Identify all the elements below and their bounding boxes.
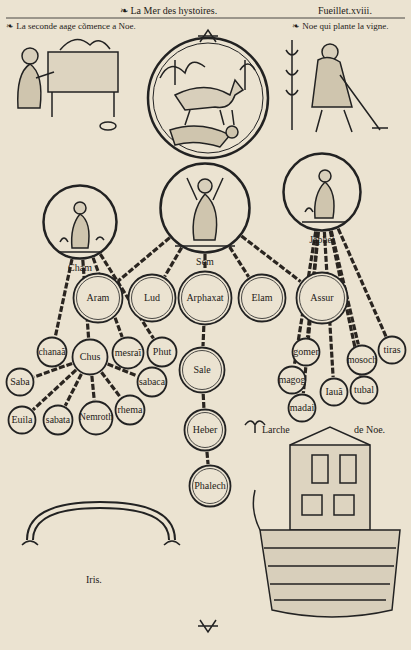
genealogy-circle: sabaca <box>136 366 168 398</box>
person-name: Japhet <box>262 235 382 245</box>
caption-label: Fueillet.xviii. <box>318 5 372 16</box>
genealogy-circle: Elam <box>237 273 287 323</box>
genealogy-circle: tubal <box>349 375 379 405</box>
genealogy-circle: Japhet <box>282 152 362 232</box>
chain-link <box>202 394 206 408</box>
noah-vine-scene <box>286 40 388 132</box>
chain-link <box>92 376 94 400</box>
person-name: Euila <box>7 405 37 435</box>
genealogy-circle: Aram <box>72 272 124 324</box>
ornament <box>198 30 218 42</box>
circle-outline <box>42 184 118 260</box>
genealogy-circle: rhema <box>114 394 146 426</box>
noahs-ark <box>253 427 400 617</box>
chain-link <box>65 374 81 406</box>
genealogy-circle: Assur <box>295 271 349 325</box>
genealogy-circle: Lud <box>127 273 177 323</box>
genealogy-circle: Sale <box>178 346 226 394</box>
person-name: Nemroth <box>78 400 114 436</box>
kneeling-figure <box>58 202 104 252</box>
genealogy-circle: Cham <box>42 184 118 260</box>
person-name: Aram <box>72 272 124 324</box>
caption-label: Larche <box>262 424 290 435</box>
genealogy-circle: mesraĩ <box>111 336 145 370</box>
person-name: sabaca <box>136 366 168 398</box>
person-name: madai <box>287 393 317 423</box>
circle-outline <box>282 152 362 232</box>
chain-link <box>241 236 300 281</box>
person-name: Arphaxat <box>177 270 233 326</box>
circle-ring <box>44 186 117 259</box>
drunken-noah-scene <box>160 60 255 147</box>
genealogy-circle: sabata <box>42 404 74 436</box>
person-name: rhema <box>114 394 146 426</box>
circle-outline <box>159 162 251 254</box>
kneeling-figure <box>302 170 346 222</box>
person-name: Phalech <box>188 464 232 508</box>
chain-link <box>207 452 208 464</box>
person-name: gomer <box>291 337 321 367</box>
person-name: sabata <box>42 404 74 436</box>
person-name: Elam <box>237 273 287 323</box>
person-name: Sem <box>139 257 271 267</box>
genealogy-circle: magog <box>277 365 307 395</box>
scene-circle <box>148 38 268 158</box>
ornament <box>198 620 218 632</box>
caption-label: ❧ La Mer des hystoires. <box>120 5 217 16</box>
chain-link <box>33 370 76 410</box>
genealogy-circle: Phut <box>146 336 178 368</box>
rainbow <box>22 505 180 545</box>
person-name: tubal <box>349 375 379 405</box>
genealogy-circle: Phalech <box>188 464 232 508</box>
person-name: Heber <box>183 408 227 452</box>
chain-link <box>338 229 386 337</box>
person-name: mesraĩ <box>111 336 145 370</box>
caption-label: ❧ Noe qui plante la vigne. <box>292 22 388 32</box>
circle-ring <box>284 154 361 231</box>
person-name: Lud <box>127 273 177 323</box>
kneeling-figure <box>175 178 235 246</box>
person-name: mosoch <box>346 344 378 376</box>
person-name: Phut <box>146 336 178 368</box>
caption-label: ❧ La seconde aage cõmence a Noe. <box>6 22 136 32</box>
person-name: Assur <box>295 271 349 325</box>
caption-label: Iris. <box>86 574 102 585</box>
person-name: Sale <box>178 346 226 394</box>
genealogy-circle: tiras <box>377 335 407 365</box>
person-name: tiras <box>377 335 407 365</box>
genealogy-circle: Heber <box>183 408 227 452</box>
person-name: Iauã <box>319 377 349 407</box>
person-name: Chus <box>71 338 109 376</box>
genealogy-circle: chanaã <box>36 336 68 368</box>
genealogy-circle: gomer <box>291 337 321 367</box>
person-name: chanaã <box>36 336 68 368</box>
genealogy-circle: Sem <box>159 162 251 254</box>
person-name: magog <box>277 365 307 395</box>
genealogy-circle: Iauã <box>319 377 349 407</box>
genealogy-circle: Arphaxat <box>177 270 233 326</box>
chain-link <box>101 372 120 397</box>
genealogy-circle: mosoch <box>346 344 378 376</box>
circle-ring <box>161 164 250 253</box>
genealogy-circle: madai <box>287 393 317 423</box>
genealogy-circle: Saba <box>5 367 35 397</box>
scene-circle <box>153 43 263 153</box>
altar-scene <box>18 40 118 130</box>
caption-label: de Noe. <box>354 424 385 435</box>
genealogy-circle: Euila <box>7 405 37 435</box>
chain-link <box>118 238 170 282</box>
chain-link <box>201 326 205 346</box>
genealogy-circle: Nemroth <box>78 400 114 436</box>
person-name: Saba <box>5 367 35 397</box>
person-name: Cham <box>22 263 138 273</box>
chain-link <box>230 247 249 277</box>
chain-link <box>165 248 182 277</box>
genealogy-circle: Chus <box>71 338 109 376</box>
